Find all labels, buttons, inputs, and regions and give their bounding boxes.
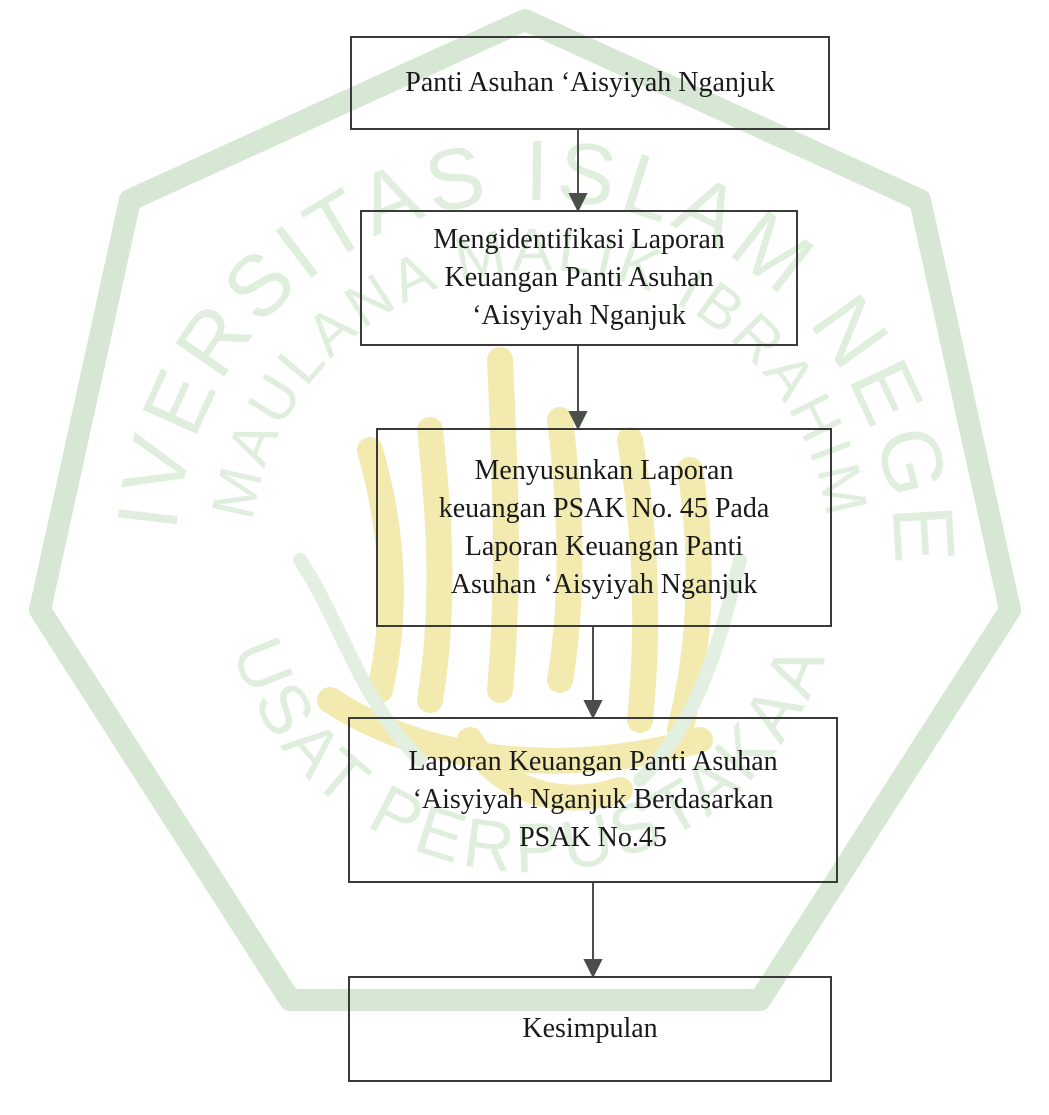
flow-step-4-line-2: ‘Aisyiyah Nganjuk Berdasarkan	[412, 784, 774, 815]
flow-step-3-line-4: Asuhan ‘Aisyiyah Nganjuk	[450, 568, 758, 600]
flow-step-5-line-1: Kesimpulan	[522, 1013, 658, 1044]
arrow-1	[568, 130, 588, 213]
flow-step-3: Menyusunkan Laporan keuangan PSAK No. 45…	[376, 428, 832, 627]
arrow-4	[583, 883, 603, 979]
flow-step-1-line-1: Panti Asuhan ‘Aisyiyah Nganjuk	[405, 67, 775, 98]
flow-step-2-line-3: ‘Aisyiyah Nganjuk	[472, 300, 686, 331]
flow-step-5: Kesimpulan	[348, 976, 832, 1082]
flow-step-1: Panti Asuhan ‘Aisyiyah Nganjuk	[350, 36, 830, 130]
arrow-3	[583, 627, 603, 720]
flow-step-3-line-2: keuangan PSAK No. 45 Pada	[438, 492, 770, 524]
seal-outer-ring	[29, 9, 1021, 1011]
flow-step-2-line-1: Mengidentifikasi Laporan	[433, 224, 725, 255]
arrow-2	[568, 346, 588, 431]
flow-step-3-line-3: Laporan Keuangan Panti	[464, 530, 744, 562]
flow-step-4: Laporan Keuangan Panti Asuhan ‘Aisyiyah …	[348, 717, 838, 883]
flow-step-2: Mengidentifikasi Laporan Keuangan Panti …	[360, 210, 798, 346]
flow-step-4-line-3: PSAK No.45	[519, 822, 667, 853]
flow-step-4-line-1: Laporan Keuangan Panti Asuhan	[408, 746, 778, 777]
seal-calligraphy-green	[293, 553, 747, 787]
flow-step-2-line-2: Keuangan Panti Asuhan	[444, 262, 714, 293]
flow-step-3-line-1: Menyusunkan Laporan	[474, 454, 734, 486]
